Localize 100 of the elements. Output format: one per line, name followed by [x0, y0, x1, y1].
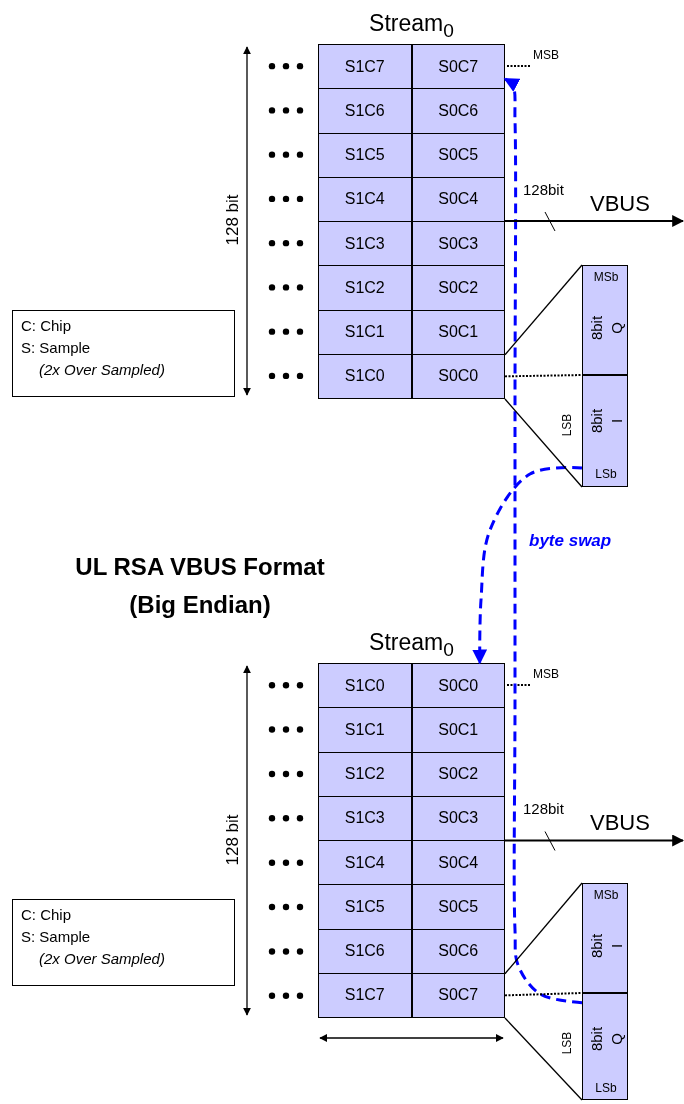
- dimension-label: 128 bit: [223, 814, 241, 866]
- arrow: [504, 834, 684, 847]
- bit-label: 8bit: [588, 315, 604, 341]
- key-text: S: Sample: [21, 338, 92, 358]
- bit-label: Q: [608, 1033, 624, 1045]
- sample-cell: [411, 707, 505, 753]
- cell-label: S0C7: [438, 57, 479, 76]
- zoom-line: [504, 1017, 583, 1101]
- bit-label: LSb: [595, 1082, 617, 1094]
- arrow: [504, 215, 684, 227]
- sample-cell: [318, 221, 412, 267]
- bit-label: 8bit: [588, 1026, 604, 1052]
- arrow: [472, 466, 583, 665]
- bus-width-label: 128bit: [523, 182, 564, 197]
- cell-label: S0C2: [438, 278, 479, 297]
- sample-cell: [318, 309, 412, 355]
- sample-cell: [411, 353, 505, 399]
- cell-label: S0C7: [438, 986, 479, 1005]
- dotted-line: [504, 374, 583, 378]
- bit-order-label: MSB: [533, 668, 559, 680]
- sample-cell: [411, 309, 505, 355]
- cell-label: S1C4: [344, 853, 385, 872]
- cell-label: S1C2: [344, 765, 385, 784]
- cell-label: S1C7: [344, 57, 385, 76]
- cell-label: S0C0: [438, 367, 479, 386]
- bit-label: 8bit: [588, 408, 604, 434]
- sample-cell: [318, 928, 412, 974]
- cell-label: S0C6: [438, 942, 479, 961]
- byte-field: [582, 265, 628, 375]
- bit-label: Q: [608, 322, 624, 334]
- sample-cell: [411, 751, 505, 797]
- dotted-line: [504, 992, 583, 997]
- stream-heading: Stream$_{0}$: [369, 629, 454, 661]
- bit-label: 8bit: [588, 933, 604, 959]
- bit-label: LSb: [595, 468, 617, 480]
- arrow: [503, 77, 583, 1005]
- sample-cell: [411, 88, 505, 134]
- bit-label: MSb: [593, 889, 619, 901]
- key-text: (2x Over Sampled): [38, 949, 166, 969]
- cell-label: S1C1: [344, 323, 385, 342]
- cell-label: S0C2: [438, 765, 479, 784]
- sample-cell: [318, 176, 412, 222]
- sample-cell: [411, 795, 505, 841]
- sample-cell: [411, 663, 505, 709]
- cell-label: S1C2: [344, 278, 385, 297]
- cell-label: S0C3: [438, 809, 479, 828]
- stream-heading: Stream$_{0}$: [369, 10, 454, 42]
- cell-label: S0C5: [438, 897, 479, 916]
- sample-cell: [318, 751, 412, 797]
- bit-order-label: LSB: [561, 413, 573, 437]
- zoom-line: [504, 264, 583, 356]
- bit-label: I: [608, 943, 624, 949]
- sample-cell: [411, 840, 505, 886]
- key-box: [12, 310, 235, 397]
- key-text: S: Sample: [21, 927, 92, 947]
- bit-label: I: [608, 418, 624, 424]
- bus-width-label: 128bit: [523, 801, 564, 816]
- sample-cell: [318, 663, 412, 709]
- sample-cell: [318, 707, 412, 753]
- sample-cell: [318, 884, 412, 930]
- sample-cell: [318, 44, 412, 90]
- cell-label: S0C1: [438, 720, 479, 739]
- key-text: C: Chip: [21, 905, 73, 925]
- sample-cell: [318, 265, 412, 311]
- sample-cell: [411, 176, 505, 222]
- cell-label: S1C0: [344, 367, 385, 386]
- bit-order-label: MSB: [533, 49, 559, 61]
- sample-cell: [318, 972, 412, 1018]
- sample-cell: [318, 132, 412, 178]
- sample-cell: [318, 353, 412, 399]
- sample-cell: [318, 795, 412, 841]
- zoom-line: [504, 882, 583, 975]
- cell-label: S1C5: [344, 146, 385, 165]
- sample-cell: [318, 840, 412, 886]
- bit-label: MSb: [593, 271, 619, 283]
- edge-label: byte swap: [527, 531, 614, 550]
- cell-label: S0C4: [438, 190, 479, 209]
- cell-label: S1C5: [344, 897, 385, 916]
- key-text: (2x Over Sampled): [38, 360, 166, 380]
- cell-label: S0C4: [438, 853, 479, 872]
- cell-label: S1C1: [344, 720, 385, 739]
- sample-cell: [411, 884, 505, 930]
- cell-label: S1C6: [344, 942, 385, 961]
- cell-label: S1C7: [344, 986, 385, 1005]
- sample-cell: [318, 88, 412, 134]
- cell-label: S0C0: [438, 676, 479, 695]
- cell-label: S1C4: [344, 190, 385, 209]
- cell-label: S1C0: [344, 676, 385, 695]
- cell-label: S1C6: [344, 101, 385, 120]
- sample-cell: [411, 44, 505, 90]
- cell-label: S0C6: [438, 101, 479, 120]
- cell-label: S1C3: [344, 809, 385, 828]
- byte-field: [582, 375, 628, 487]
- sample-cell: [411, 972, 505, 1018]
- cell-label: S0C3: [438, 234, 479, 253]
- sample-cell: [411, 221, 505, 267]
- byte-field: [582, 993, 628, 1100]
- cell-label: S0C1: [438, 323, 479, 342]
- key-box: [12, 899, 235, 986]
- key-text: C: Chip: [21, 316, 73, 336]
